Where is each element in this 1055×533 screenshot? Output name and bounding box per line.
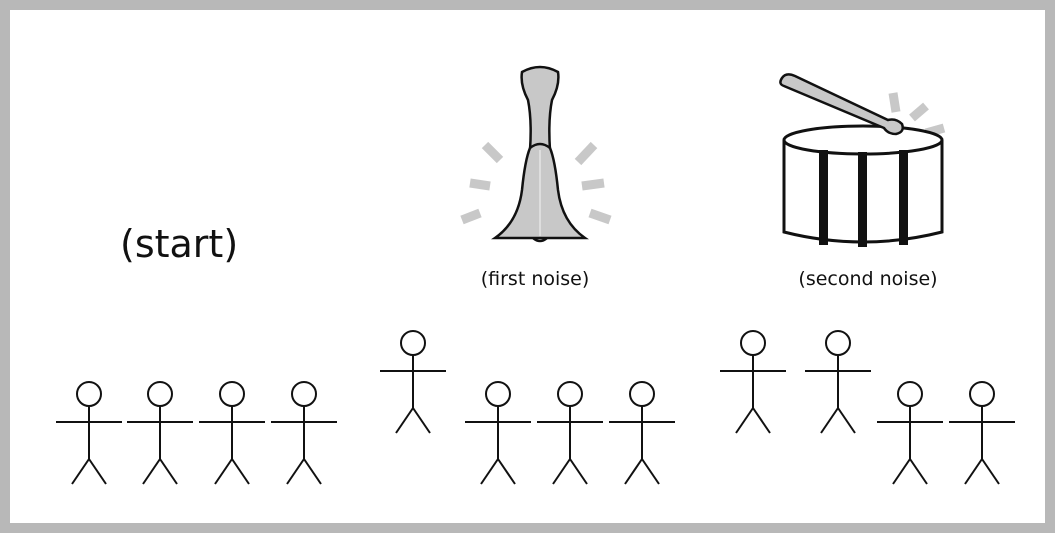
stick-figure-icon <box>536 381 604 485</box>
first-noise-group-figures <box>379 330 676 485</box>
stick-figure-icon <box>126 381 194 485</box>
stick-figure-icon <box>948 381 1016 485</box>
stick-figure-icon <box>198 381 266 485</box>
stick-figure-icon <box>270 381 338 485</box>
stick-figure-icon <box>608 381 676 485</box>
stick-figure-icon <box>719 330 787 434</box>
stick-figure-icon <box>379 330 447 434</box>
start-label: (start) <box>120 222 239 266</box>
stick-figure-icon <box>464 381 532 485</box>
first-noise-label: (first noise) <box>480 268 590 290</box>
bell-icon <box>460 65 612 243</box>
stick-figure-icon <box>55 381 123 485</box>
second-noise-label: (second noise) <box>798 268 938 290</box>
second-noise-group-figures <box>719 330 1016 485</box>
drum-icon <box>779 73 946 247</box>
start-group-figures <box>55 381 338 485</box>
stick-figure-icon <box>876 381 944 485</box>
bell-sound-lines <box>460 141 612 225</box>
stick-figure-icon <box>804 330 872 434</box>
